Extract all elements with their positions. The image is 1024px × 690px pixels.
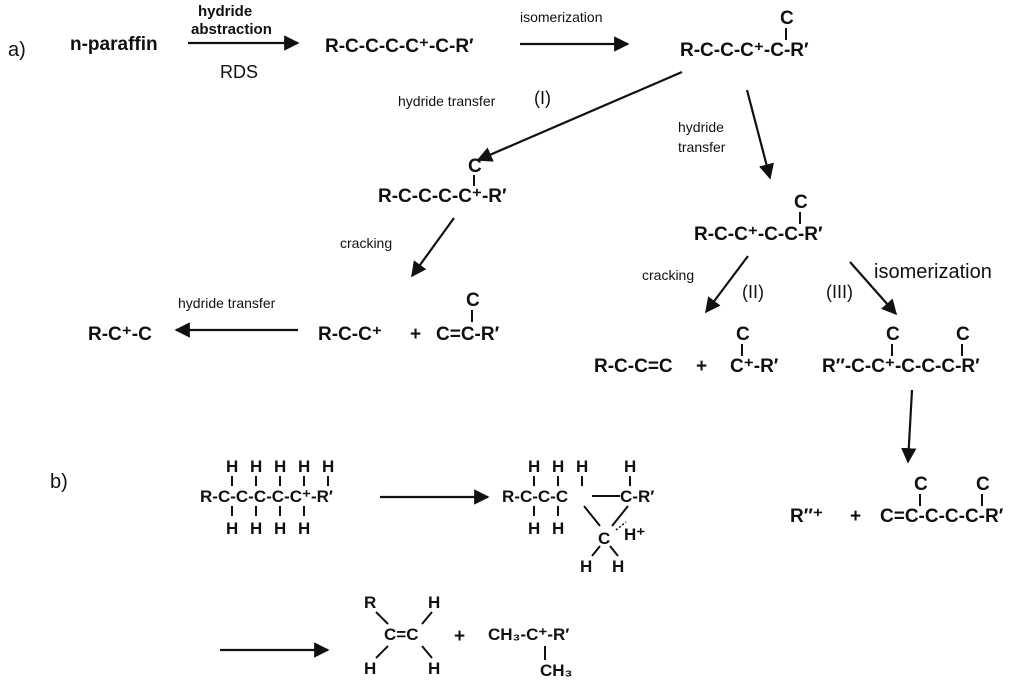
svg-text:H: H — [624, 457, 636, 476]
carbocation-product: CH₃-C⁺-R′ — [488, 625, 569, 644]
isomerization-right-label: isomerization — [874, 261, 992, 283]
product-r-c-plus-c: R-C⁺-C — [88, 324, 152, 345]
alkene-bond-h1 — [421, 611, 433, 625]
final-branch-1: C — [914, 474, 928, 495]
panel-a-label: a) — [8, 39, 26, 61]
alkene-r: R — [364, 593, 376, 612]
svg-text:H: H — [552, 519, 564, 538]
rds-label: RDS — [220, 62, 258, 82]
product-cation-right: C⁺-R′ — [730, 356, 779, 377]
isomerization-label-top: isomerization — [520, 9, 602, 25]
svg-text:H: H — [612, 557, 624, 576]
final-alkene: C=C-C-C-C-R′ — [880, 506, 1004, 527]
carbocation-branched: R-C-C-C⁺-C-R′ — [680, 40, 809, 61]
alkene-bond-r — [375, 611, 389, 625]
final-plus: + — [850, 506, 861, 527]
structure-2-right: C-R′ — [620, 487, 654, 506]
structure-1-h-top: H H H H H — [226, 457, 334, 476]
ion3-branch: C — [468, 156, 482, 177]
svg-text:H: H — [298, 519, 310, 538]
plus-right: + — [696, 356, 707, 377]
product-right-branch: C — [736, 324, 750, 345]
svg-text:H: H — [580, 557, 592, 576]
svg-text:H: H — [274, 457, 286, 476]
svg-text:H: H — [250, 519, 262, 538]
final-r-double-prime: R″⁺ — [790, 506, 823, 527]
cracking-right-label: cracking — [642, 267, 694, 283]
structure-2-h-bottom: H H — [528, 519, 564, 538]
alkene-core: C=C — [384, 625, 418, 644]
alkene-bond-h3 — [421, 645, 433, 659]
carbocation-ion3: R-C-C-C-C⁺-R′ — [378, 186, 507, 207]
svg-text:H: H — [274, 519, 286, 538]
structure-2-h-lower: H H — [580, 557, 624, 576]
path-III-number: (III) — [826, 282, 853, 302]
svg-text:H: H — [576, 457, 588, 476]
hydride-transfer-left-label: hydride transfer — [178, 295, 276, 311]
structure-1-main: R-C-C-C-C-C⁺-R′ — [200, 487, 333, 506]
svg-text:H: H — [552, 457, 564, 476]
svg-text:H: H — [250, 457, 262, 476]
carbocation-linear: R-C-C-C-C⁺-C-R′ — [325, 36, 474, 57]
product-r-c-c-plus: R-C-C⁺ — [318, 324, 382, 345]
structure-2-bonds — [533, 476, 631, 557]
cracking-left-label: cracking — [340, 235, 392, 251]
arrow-hydride-transfer-right — [745, 89, 774, 180]
arrow-cracking-left — [411, 217, 455, 278]
panel-b-label: b) — [50, 471, 68, 493]
product-alkene-right: R-C-C=C — [594, 356, 673, 377]
structure-2-main: R-C-C-C — [502, 487, 568, 506]
hydride-abstraction-line1: hydride — [198, 3, 252, 20]
hydride-abstraction-line2: abstraction — [191, 21, 272, 38]
carbocation-ion4: R-C-C⁺-C-C-R′ — [694, 224, 823, 245]
structure-1-h-bottom: H H H H — [226, 519, 310, 538]
alkene-h-bottom-left: H — [364, 659, 376, 678]
arrow-final — [901, 389, 917, 464]
final-branch-2: C — [976, 474, 990, 495]
arrow-isomerization-right — [849, 261, 898, 316]
path-II-number: (II) — [742, 282, 764, 302]
path-I-number: (I) — [534, 88, 551, 108]
structure-1-bonds — [231, 476, 329, 516]
arrow-cracking-right — [705, 255, 749, 314]
plus-b: + — [454, 626, 465, 647]
methyl-group: CH₃ — [540, 661, 572, 680]
alkene-bond-h2 — [375, 645, 389, 659]
svg-text:H: H — [528, 457, 540, 476]
ion2-branch: C — [780, 8, 794, 29]
alkene-h-bottom-right: H — [428, 659, 440, 678]
arrow-path-I — [476, 70, 683, 162]
hydride-transfer-right-line1: hydride — [678, 119, 724, 135]
ion5-branch-2: C — [956, 324, 970, 345]
svg-text:H: H — [298, 457, 310, 476]
svg-text:H: H — [528, 519, 540, 538]
n-paraffin-label: n-paraffin — [70, 34, 158, 55]
svg-text:H: H — [226, 457, 238, 476]
svg-text:H: H — [322, 457, 334, 476]
structure-2-h-top: H H H H — [528, 457, 636, 476]
product-left-branch: C — [466, 290, 480, 311]
ion4-branch: C — [794, 192, 808, 213]
alkene-h-top-right: H — [428, 593, 440, 612]
svg-text:H: H — [226, 519, 238, 538]
ion5-branch-1: C — [886, 324, 900, 345]
carbocation-ion5: R″-C-C⁺-C-C-C-R′ — [822, 356, 980, 377]
structure-2-bridging-carbon: C — [598, 529, 610, 548]
plus-left: + — [410, 324, 421, 345]
product-alkene-left: C=C-R′ — [436, 324, 500, 345]
structure-2-proton: H⁺ — [624, 525, 645, 544]
path-I-label: hydride transfer — [398, 93, 496, 109]
hydride-transfer-right-line2: transfer — [678, 139, 726, 155]
